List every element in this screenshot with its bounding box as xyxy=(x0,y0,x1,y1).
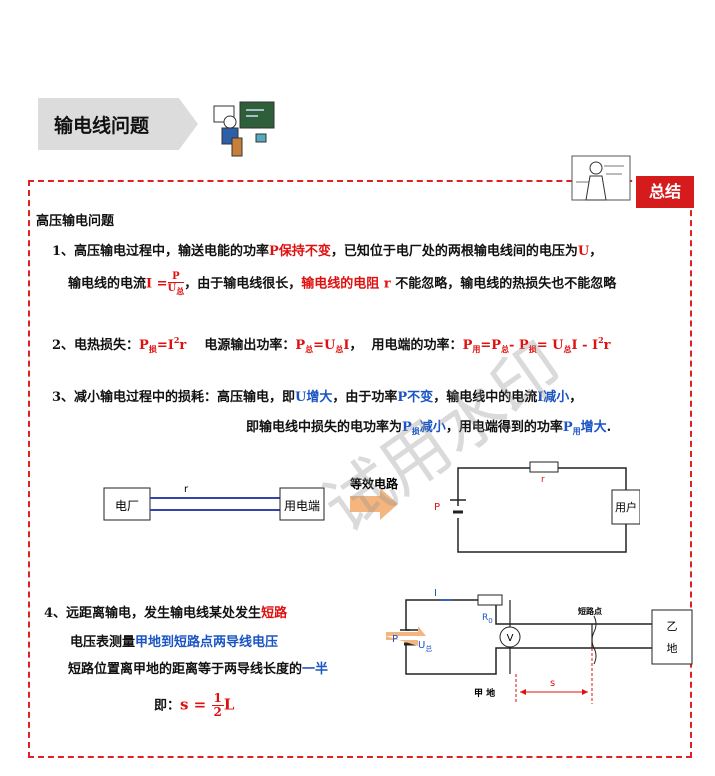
R0-label: R0 xyxy=(482,613,493,625)
short-circuit-diagram: P U总 I R0 V 短路点 乙 地 甲 地 s xyxy=(386,588,693,704)
item4-line2: 电压表测量甲地到短路点两导线电压 xyxy=(70,635,279,650)
plant-box xyxy=(103,487,151,521)
user-label: 用户 xyxy=(615,500,637,514)
P-label: P xyxy=(392,634,398,645)
user-box xyxy=(611,489,640,525)
site-b-box xyxy=(651,609,693,665)
summary-badge: 总结 xyxy=(636,176,694,208)
eq-r-label: r xyxy=(541,475,545,485)
item4-line1: 4、远距离输电，发生输电线某处发生短路 xyxy=(44,606,288,621)
r-label: r xyxy=(184,484,189,495)
V-label: V xyxy=(507,633,514,644)
section-title: 高压输电问题 xyxy=(36,214,115,229)
circuit-wire xyxy=(405,599,656,675)
user-end-label: 用电端 xyxy=(284,499,320,513)
user-end-box xyxy=(279,487,325,521)
arrow-icon-2 xyxy=(386,626,426,646)
site-b-label-1: 乙 xyxy=(667,620,678,633)
plant-label: 电厂 xyxy=(115,499,139,513)
item3-line2: 即输电线中损失的电功率为P损减小，用电端得到的功率P用增大. xyxy=(246,420,612,436)
transmission-diagram: 电厂 r 用电端 等效电路 P r 用户 xyxy=(103,461,640,553)
site-a-label: 甲 地 xyxy=(474,687,495,699)
I-label: I xyxy=(434,588,437,599)
site-b-label-2: 地 xyxy=(667,642,678,655)
item3-line1: 3、减小输电过程中的损耗：高压输电，即U增大，由于功率P不变，输电线中的电流I减… xyxy=(52,390,583,405)
eq-P-label: P xyxy=(434,502,440,513)
arrow-icon xyxy=(350,488,398,520)
item4-line3: 短路位置离甲地的距离等于两导线长度的一半 xyxy=(68,662,329,677)
header-banner: 输电线问题 xyxy=(38,98,198,150)
short-point-label: 短路点 xyxy=(578,606,602,616)
U-label: U总 xyxy=(418,640,432,653)
summary-frame xyxy=(28,180,692,758)
page-title: 输电线问题 xyxy=(54,115,150,137)
R0-resistor xyxy=(477,594,503,606)
teacher-illustration xyxy=(213,101,275,157)
voltmeter-icon xyxy=(499,626,521,648)
teacher-board-icon xyxy=(571,155,631,201)
item2-line: 2、电热损失：P损=I2r 电源输出功率：P总=U总I， 用电端的功率：P用=P… xyxy=(52,335,611,354)
item1-line1: 1、高压输电过程中，输送电能的功率P保持不变，已知位于电厂处的两根输电线间的电压… xyxy=(52,244,603,259)
s-label: s xyxy=(550,678,555,689)
arrow-label: 等效电路 xyxy=(349,476,399,491)
resistor-icon xyxy=(529,461,559,473)
